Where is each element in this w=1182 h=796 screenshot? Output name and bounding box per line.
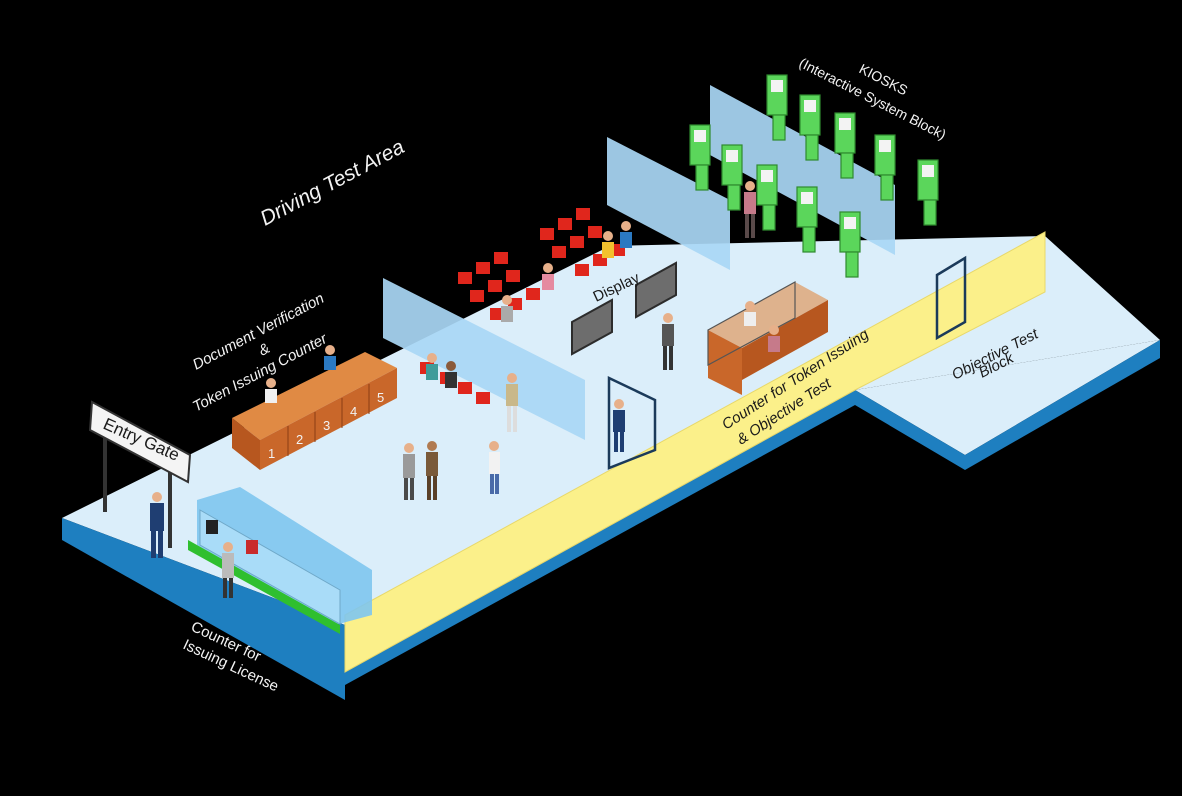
yellow-front-wall bbox=[344, 231, 1046, 673]
kiosk-screens bbox=[694, 80, 934, 229]
counter-number-4: 4 bbox=[350, 404, 357, 419]
person-clerk-2 bbox=[324, 345, 336, 370]
partition-wall-middle bbox=[383, 278, 585, 440]
person-seated-5 bbox=[620, 221, 632, 248]
person-group-2 bbox=[426, 441, 438, 500]
doc-verification-label-1: Document Verification bbox=[190, 290, 327, 374]
objective-test-door bbox=[935, 255, 967, 341]
token-office-counter bbox=[707, 280, 828, 395]
objective-test-floor bbox=[855, 340, 1160, 455]
person-office-2 bbox=[768, 325, 780, 352]
annex-edge-right bbox=[965, 340, 1160, 470]
main-door bbox=[607, 376, 657, 470]
person-group-1 bbox=[403, 443, 415, 500]
person-license-visitor bbox=[222, 542, 234, 598]
counter-number-2: 2 bbox=[296, 432, 303, 447]
person-seated-1 bbox=[426, 353, 438, 380]
person-clerk-1 bbox=[265, 378, 277, 403]
person-standing-3 bbox=[489, 441, 500, 494]
floor-edge-front bbox=[345, 390, 855, 685]
person-display bbox=[662, 313, 674, 370]
person-seated-6 bbox=[501, 295, 513, 322]
people bbox=[150, 181, 780, 598]
person-guard bbox=[150, 492, 164, 558]
person-seated-4 bbox=[602, 231, 614, 258]
person-kiosk bbox=[744, 181, 756, 238]
counter-number-1: 1 bbox=[268, 446, 275, 461]
doc-verification-counter bbox=[232, 352, 397, 470]
person-office-1 bbox=[744, 301, 756, 326]
annex-edge-front bbox=[855, 390, 965, 470]
partition-wall-seating bbox=[607, 137, 730, 270]
person-seated-2 bbox=[445, 361, 457, 388]
doc-verification-label-2: & bbox=[256, 340, 273, 360]
counter-number-3: 3 bbox=[323, 418, 330, 433]
person-seated-3 bbox=[542, 263, 554, 290]
entry-gate-sign bbox=[88, 400, 192, 548]
floor-edge-left bbox=[62, 518, 345, 700]
driving-test-area-label: Driving Test Area bbox=[257, 135, 409, 230]
person-door bbox=[613, 399, 625, 452]
person-standing-4 bbox=[506, 373, 518, 432]
display-screens bbox=[571, 261, 677, 356]
counter-number-5: 5 bbox=[377, 390, 384, 405]
